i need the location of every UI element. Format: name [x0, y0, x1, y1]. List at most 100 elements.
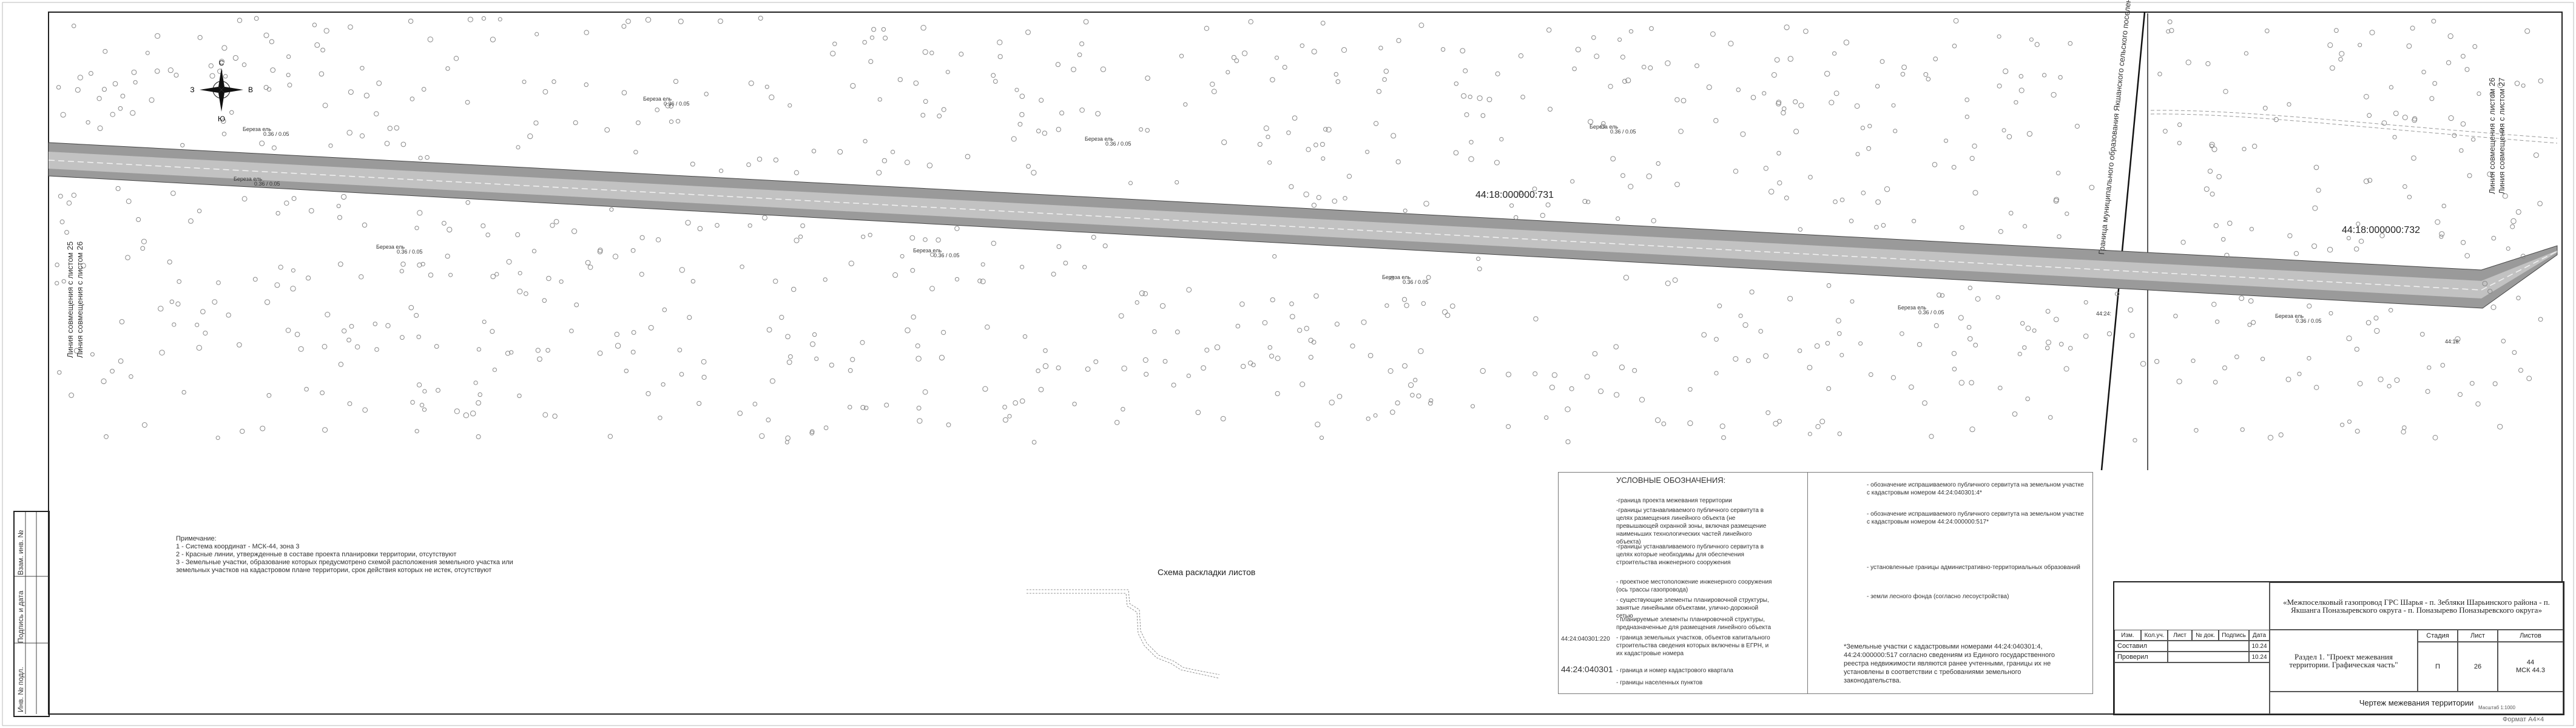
forest-symbol — [2387, 383, 2392, 389]
forest-symbol — [346, 130, 352, 136]
forest-symbol — [1875, 199, 1881, 205]
forest-symbol — [1083, 19, 1089, 25]
tb-project: «Межпоселковый газопровод ГРС Шарья - п.… — [2270, 582, 2563, 630]
forest-symbol — [2381, 120, 2387, 126]
tree-value: 0.36 / 0.05 — [397, 249, 423, 255]
tree-label: Береза ель — [1085, 136, 1113, 142]
forest-symbol — [2001, 128, 2006, 133]
forest-symbol — [718, 18, 723, 24]
forest-symbol — [1311, 340, 1317, 345]
forest-symbol — [2374, 328, 2380, 334]
forest-symbol — [55, 262, 59, 268]
forest-symbol — [1418, 22, 1425, 29]
forest-symbol — [1575, 47, 1581, 53]
forest-symbol — [645, 16, 652, 23]
forest-symbol — [1350, 343, 1355, 349]
forest-symbol — [2446, 60, 2452, 66]
forest-symbol — [2209, 141, 2215, 148]
forest-symbol — [2063, 366, 2069, 372]
tree-value: 0.36 / 0.05 — [664, 101, 690, 107]
forest-symbol — [1043, 348, 1048, 353]
forest-symbol — [604, 127, 610, 133]
forest-symbol — [920, 25, 926, 31]
forest-symbol — [1204, 348, 1210, 353]
forest-symbol — [1387, 368, 1394, 374]
forest-symbol — [374, 347, 379, 352]
forest-symbol — [237, 342, 242, 348]
forest-symbol — [2455, 336, 2461, 342]
tb-hdr: № док. — [2192, 630, 2219, 641]
forest-symbol — [362, 222, 368, 228]
forest-symbol — [1763, 166, 1768, 171]
forest-symbol — [1334, 322, 1340, 327]
forest-symbol — [56, 85, 61, 90]
forest-symbol — [1909, 384, 1914, 390]
forest-symbol — [1632, 368, 1637, 373]
forest-symbol — [2154, 359, 2160, 364]
forest-symbol — [862, 39, 867, 45]
forest-symbol — [2357, 380, 2363, 386]
forest-symbol — [57, 370, 62, 375]
tree-label: Береза ель — [234, 176, 262, 182]
forest-symbol — [323, 28, 329, 34]
forest-symbol — [2389, 85, 2393, 90]
tb-role: Проверил — [2114, 652, 2168, 662]
tb-sheets-hdr: Листов — [2498, 630, 2563, 642]
forest-symbol — [482, 320, 487, 324]
forest-symbol — [2307, 356, 2311, 361]
forest-symbol — [1453, 150, 1459, 156]
forest-symbol — [1814, 343, 1820, 349]
forest-symbol — [1042, 130, 1048, 136]
forest-symbol — [909, 235, 915, 241]
forest-symbol — [639, 272, 644, 277]
forest-symbol — [551, 79, 556, 84]
forest-symbol — [1628, 184, 1634, 189]
forest-symbol — [891, 149, 895, 155]
forest-symbol — [373, 322, 377, 326]
forest-symbol — [1038, 386, 1044, 393]
forest-symbol — [2048, 415, 2053, 420]
tree-label: Береза ель — [643, 96, 672, 102]
forest-symbol — [141, 238, 147, 244]
forest-symbol — [129, 374, 133, 379]
forest-symbol — [1303, 191, 1309, 198]
forest-symbol — [1423, 201, 1429, 207]
forest-symbol — [848, 260, 854, 266]
forest-symbol — [704, 92, 709, 96]
forest-symbol — [385, 323, 391, 328]
forest-symbol — [1572, 66, 1577, 72]
forest-symbol — [812, 332, 817, 337]
forest-symbol — [1967, 336, 1973, 342]
forest-symbol — [1929, 434, 1934, 439]
forest-symbol — [537, 356, 542, 362]
forest-symbol — [2467, 173, 2472, 178]
forest-symbol — [1211, 89, 1217, 95]
forest-symbol — [2330, 65, 2335, 71]
forest-symbol — [1382, 77, 1387, 82]
forest-symbol — [573, 120, 578, 126]
forest-symbol — [877, 97, 882, 102]
forest-symbol — [758, 16, 763, 21]
forest-symbol — [2492, 381, 2498, 386]
forest-symbol — [259, 140, 265, 146]
forest-symbol — [445, 254, 450, 259]
forest-symbol — [2412, 116, 2418, 122]
forest-symbol — [1688, 387, 1693, 392]
forest-symbol — [1545, 202, 1551, 207]
forest-symbol — [1900, 331, 1904, 336]
forest-symbol — [58, 194, 63, 199]
forest-symbol — [2447, 33, 2453, 39]
forest-symbol — [1836, 318, 1841, 324]
forest-symbol — [1832, 51, 1837, 56]
forest-symbol — [2469, 381, 2475, 386]
forest-symbol — [569, 328, 574, 334]
forest-symbol — [1403, 208, 1408, 213]
forest-symbol — [1710, 31, 1716, 37]
forest-symbol — [524, 291, 528, 296]
forest-symbol — [1195, 410, 1201, 416]
tb-blank-rows — [2114, 662, 2270, 714]
forest-symbol — [665, 103, 671, 109]
parcel-label-east: 44:18:000000:732 — [2342, 225, 2420, 235]
forest-symbol — [1600, 124, 1605, 129]
forest-symbol — [1776, 99, 1782, 105]
